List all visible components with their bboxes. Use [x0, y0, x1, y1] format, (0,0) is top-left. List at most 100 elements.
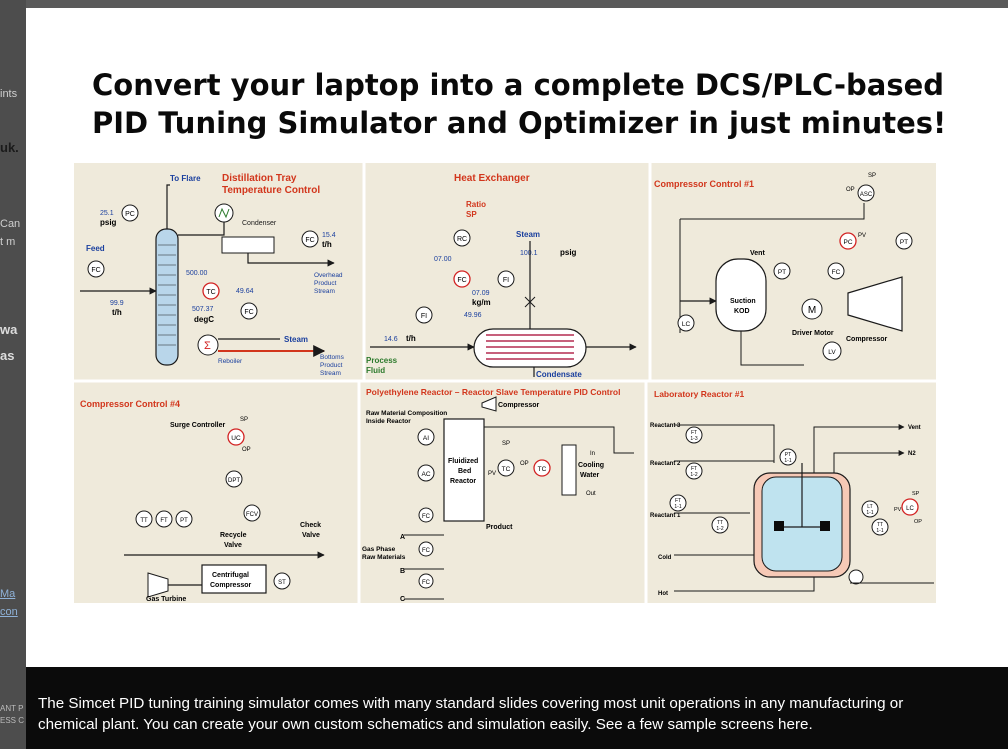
slide-caption: The Simcet PID tuning training simulator… — [38, 693, 998, 735]
dpt-tag — [225, 470, 243, 488]
centrifugal-compressor — [201, 564, 267, 594]
reactant-2-label: Reactant 2 — [650, 461, 681, 467]
panel-compressor-1: Compressor Control #1 ASC SP OP PC PV PT… — [654, 173, 913, 366]
distillation-title-2: Temperature Control — [222, 185, 320, 196]
pt-tag — [895, 232, 913, 250]
background-text-fragment: t m — [0, 236, 16, 248]
centrifugal-label-2: Compressor — [210, 582, 252, 589]
tt-1-2-tag-label: TT — [717, 520, 723, 526]
asc-sp-label: SP — [868, 173, 876, 179]
kod-label: KOD — [734, 308, 750, 315]
ratio-rc-tag-label: RC — [457, 236, 467, 243]
st-tag-label: ST — [278, 580, 286, 586]
cold-label: Cold — [658, 555, 672, 561]
feed-fc-tag-label: FC — [422, 580, 431, 586]
caption-bar: The Simcet PID tuning training simulator… — [26, 667, 1008, 749]
temperature-value: 507.37 — [192, 306, 214, 313]
pt-tag — [175, 510, 193, 528]
background-page-edge: ints uk. Can t m wa as Ma con ANT P ESS … — [0, 0, 26, 749]
background-text-fragment: as — [0, 348, 15, 363]
ft-1-3-tag-label: FT — [691, 430, 697, 436]
caption-line-2: chemical plant. You can create your own … — [38, 716, 813, 733]
level-lc-tag-label: LC — [906, 506, 914, 512]
suction-label: Suction — [730, 298, 756, 305]
pressure-pc-tag-label: PC — [843, 239, 852, 246]
cooling-out-label: Out — [586, 491, 596, 497]
steam-fi-tag-label: FI — [503, 277, 509, 284]
surge-uc-tag — [227, 428, 245, 446]
analyzer-ai-tag-label: AI — [423, 435, 429, 442]
pump-icon — [848, 569, 864, 585]
fcv-tag — [243, 504, 261, 522]
overhead-fc-tag — [301, 230, 319, 248]
pressure-pc-tag — [839, 232, 857, 250]
background-text-fragment: wa — [0, 322, 18, 337]
feed-fc-tag — [418, 541, 434, 557]
pt-1-1-tag-number: 1-1 — [784, 458, 791, 464]
caption-line-1: The Simcet PID tuning training simulator… — [38, 695, 904, 712]
background-link-fragment[interactable]: Ma — [0, 588, 16, 600]
pt-tag — [773, 262, 791, 280]
condensate-label: Condensate — [536, 370, 582, 379]
steam-flow-value: 07.09 — [472, 290, 490, 297]
headline-line-1: Convert your laptop into a complete DCS/… — [92, 68, 945, 102]
poly-op-label: OP — [520, 461, 529, 467]
background-text-fragment: ints — [0, 88, 18, 100]
pressure-unit: psig — [100, 218, 117, 227]
gas-phase-label-2: Raw Materials — [362, 554, 406, 561]
ratio-value: 07.00 — [434, 256, 452, 263]
overhead-label-2: Product — [314, 280, 337, 287]
master-tc-tag-label: TC — [502, 466, 511, 473]
product-label: Product — [486, 524, 513, 531]
background-text-fragment: ANT P — [0, 704, 24, 713]
ratio-rc-tag — [453, 229, 471, 247]
overhead-flow-unit: t/h — [322, 240, 332, 249]
gas-turbine-icon — [147, 572, 169, 598]
cooling-label-1: Cooling — [578, 462, 604, 469]
process-fi-tag-label: FI — [421, 313, 427, 320]
ft-1-2-tag-label: FT — [691, 466, 697, 472]
st-tag — [273, 572, 291, 590]
motor-label: M — [808, 305, 816, 316]
tt-1-2-tag — [711, 516, 729, 534]
fc-tag — [827, 262, 845, 280]
tt-1-1-tag-number: 1-1 — [876, 528, 883, 534]
tt-1-1-tag-label: TT — [877, 522, 883, 528]
steam-flow-value: 49.64 — [236, 288, 254, 295]
steam-label: Steam — [284, 335, 308, 344]
master-tc-tag — [497, 459, 515, 477]
feed-a-label: A — [400, 534, 405, 541]
reflux-drum — [221, 236, 275, 254]
level-lv-tag — [822, 341, 842, 361]
ratio-label-2: SP — [466, 210, 477, 219]
level-lv-tag-label: LV — [828, 349, 836, 356]
ratio-label-1: Ratio — [466, 200, 486, 209]
feed-flow-unit: t/h — [112, 308, 122, 317]
steam-fc-tag-label: FC — [457, 277, 466, 284]
overhead-fc-tag-label: FC — [305, 237, 314, 244]
panel-heat-exchanger: Heat Exchanger Ratio SP RC 07.00 FC 07.0… — [366, 173, 637, 379]
surge-uc-tag-label: UC — [231, 435, 241, 442]
overhead-flow-value: 15.4 — [322, 232, 336, 239]
temperature-tc-tag — [202, 282, 220, 300]
tt-tag — [135, 510, 153, 528]
reactor-label-1: Fluidized — [448, 458, 478, 465]
slave-tc-tag-label: TC — [538, 466, 547, 473]
lc-pv-label: PV — [894, 507, 902, 513]
steam-fc-tag — [453, 270, 471, 288]
poly-compressor-label: Compressor — [498, 402, 540, 409]
process-fluid-label-1: Process — [366, 356, 398, 365]
panel-distillation: Distillation Tray Temperature Control To… — [80, 173, 345, 377]
cooling-in-label: In — [590, 451, 595, 457]
check-valve-label-2: Valve — [302, 532, 320, 539]
slide-headline: Convert your laptop into a complete DCS/… — [92, 66, 972, 142]
lc-sp-label: SP — [912, 491, 920, 497]
background-link-fragment[interactable]: con — [0, 606, 18, 618]
panel-compressor-4: Compressor Control #4 Surge Controller U… — [80, 399, 325, 603]
anti-surge-asc-tag-label: ASC — [860, 192, 873, 198]
analyzer-ac-tag — [417, 464, 435, 482]
level-lc-tag-label: LC — [682, 321, 691, 328]
feed-label: Feed — [86, 244, 105, 253]
temperature-setpoint-value: 500.00 — [186, 270, 208, 277]
ft-1-1-tag-number: 1-1 — [674, 504, 681, 510]
